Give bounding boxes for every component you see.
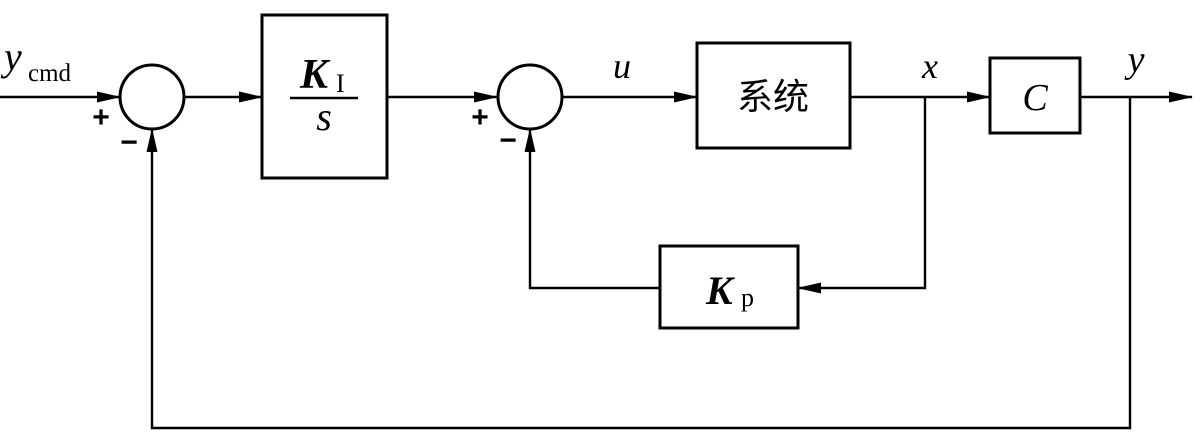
integrator-gain-symbol: K [299, 52, 331, 98]
summing-junction-1 [118, 63, 186, 131]
input-symbol: y [0, 34, 22, 79]
plant-block [695, 41, 852, 150]
state-feedback-arrow [797, 97, 927, 294]
sum1-minus-sign: − [120, 126, 138, 159]
feedback-gain-subscript: p [741, 283, 754, 312]
gain-to-sum2-arrow [524, 128, 660, 290]
feedback-gain-block [658, 244, 800, 330]
sum2-minus-sign: − [499, 124, 517, 157]
sum1-plus-sign: + [92, 101, 110, 134]
summing-junction-2 [496, 63, 564, 131]
output-matrix-block [988, 56, 1082, 135]
sum2-plus-sign: + [471, 101, 489, 134]
control-signal-label: u [613, 46, 631, 86]
integrator-gain-subscript: I [336, 69, 345, 98]
input-label: y [0, 34, 22, 79]
input-subscript: cmd [28, 60, 72, 87]
integrator-block [260, 13, 389, 180]
output-label: y [1124, 39, 1145, 81]
output-matrix-label: C [1022, 77, 1048, 119]
plant-label: 系统 [737, 77, 809, 118]
integrator-denominator: s [316, 94, 332, 139]
output-feedback-arrow [146, 97, 1132, 430]
state-label: x [921, 46, 938, 86]
feedback-gain-symbol: K [705, 268, 735, 313]
